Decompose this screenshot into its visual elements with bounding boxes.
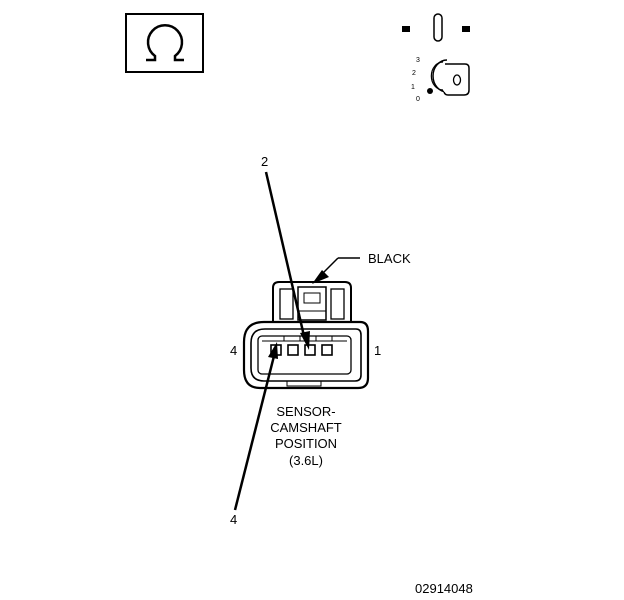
pin-1-cavity [321,344,333,356]
caption-line-4: (3.6L) [289,453,323,468]
ignition-position-0: 0 [416,96,420,103]
callout-top-arrow [264,171,310,350]
pin-left-label: 4 [230,343,237,358]
pin-2-cavity [304,344,316,356]
connector-caption: SENSOR- CAMSHAFT POSITION (3.6L) [270,404,342,468]
pin-right-label: 1 [374,343,381,358]
figure-id: 02914048 [415,581,473,596]
caption-line-3: POSITION [275,436,337,451]
ignition-position-2: 2 [412,70,416,77]
connector-color-label: BLACK [368,251,411,266]
pin-3-cavity [287,344,299,356]
caption-line-1: SENSOR- [276,404,335,419]
ignition-position-1: 1 [411,84,415,91]
ignition-position-3: 3 [416,57,420,64]
callout-top-number: 2 [261,154,268,169]
callout-bottom-arrow [233,342,278,511]
caption-line-2: CAMSHAFT [270,420,342,435]
ohmmeter-icon: Ω [125,13,204,73]
callout-bottom-number: 4 [230,512,237,527]
ignition-off-icon: 3 2 1 0 [402,13,470,103]
color-callout-arrow [312,257,360,284]
